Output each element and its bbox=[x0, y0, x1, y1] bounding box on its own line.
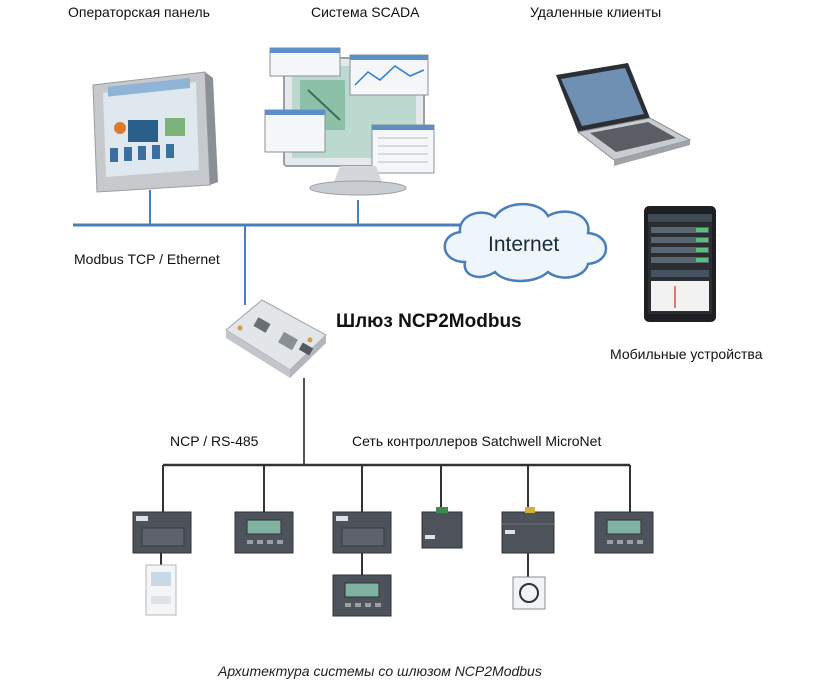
smartphone-icon bbox=[644, 206, 716, 322]
label-modbus-tcp: Modbus TCP / Ethernet bbox=[74, 251, 220, 267]
label-internet: Internet bbox=[488, 233, 560, 256]
label-gateway: Шлюз NCP2Modbus bbox=[336, 311, 522, 332]
bus-drops bbox=[162, 465, 631, 512]
label-mobile: Мобильные устройства bbox=[610, 346, 763, 362]
room-sensor-icon bbox=[145, 564, 177, 616]
hmi-panel-icon bbox=[92, 71, 218, 193]
figure-caption: Архитектура системы со шлюзом NCP2Modbus bbox=[218, 663, 542, 679]
cloud-icon bbox=[443, 202, 608, 283]
label-operator-panel: Операторская панель bbox=[68, 4, 210, 20]
controller-icon bbox=[332, 511, 392, 554]
io-module-icon bbox=[421, 507, 463, 549]
controller-icon bbox=[594, 511, 654, 554]
controller-icon bbox=[332, 574, 392, 617]
gateway-board-icon bbox=[225, 299, 327, 378]
io-module-icon bbox=[501, 507, 555, 554]
label-remote-clients: Удаленные клиенты bbox=[530, 4, 662, 20]
laptop-icon bbox=[556, 63, 692, 166]
label-scada: Система SCADA bbox=[311, 4, 420, 20]
controller-icon bbox=[234, 511, 294, 554]
controller-icon bbox=[132, 511, 192, 554]
scada-monitor-icon bbox=[264, 47, 435, 196]
label-ncp-rs485: NCP / RS-485 bbox=[170, 433, 259, 449]
room-sensor-icon bbox=[512, 576, 546, 610]
label-micronet: Сеть контроллеров Satchwell MicroNet bbox=[352, 433, 602, 449]
